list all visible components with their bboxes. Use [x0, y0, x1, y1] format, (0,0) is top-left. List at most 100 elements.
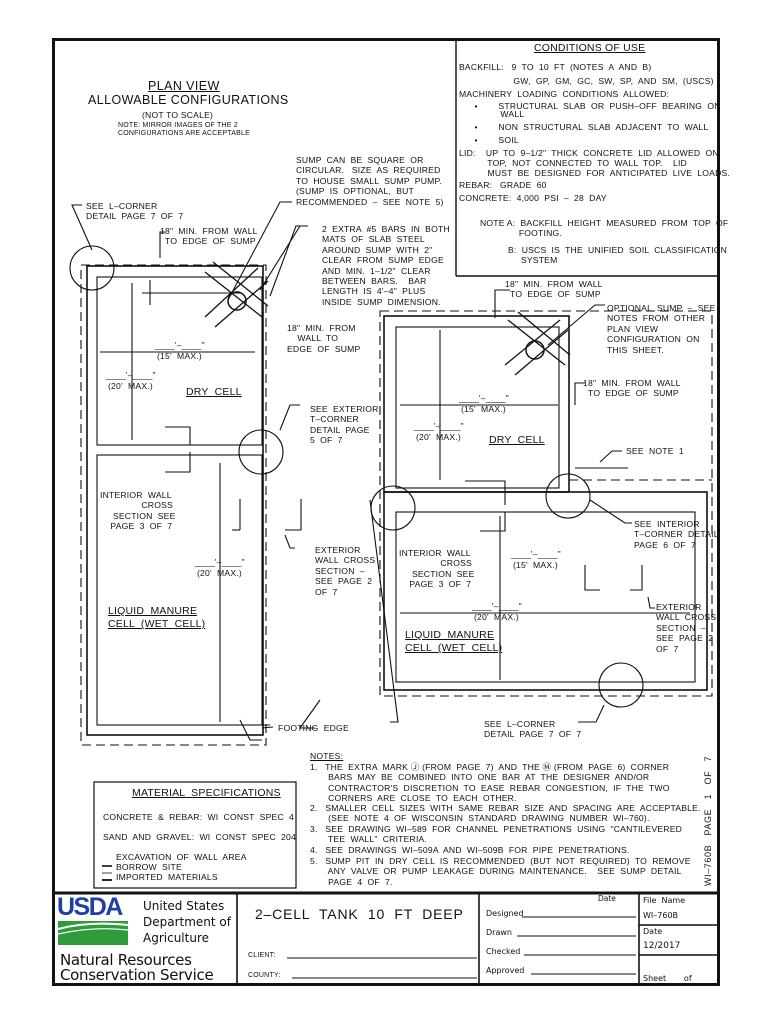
service-name-line2: Conservation Service	[60, 966, 214, 984]
sump-shape-callout: SUMP CAN BE SQUARE OR CIRCULAR. SIZE AS …	[296, 155, 444, 207]
condition-line: REBAR: GRADE 60	[459, 180, 547, 190]
legend-imported-materials: IMPORTED MATERIALS	[116, 872, 218, 882]
service-name-line1: Natural Resources	[60, 951, 192, 969]
right-configuration	[369, 289, 713, 723]
wet-cell-label-right-line1: LIQUID MANURE	[405, 629, 495, 641]
date-label: Date	[643, 927, 663, 936]
dim-max-right-wet-length: (20' MAX.)	[474, 612, 519, 622]
usda-logo-text: USDA	[57, 893, 123, 921]
plan-view-subtitle: ALLOWABLE CONFIGURATIONS	[88, 93, 289, 107]
material-specs-title: MATERIAL SPECIFICATIONS	[132, 787, 281, 799]
left-wet-cell-inner	[96, 454, 263, 726]
dim-value-left-dry-length: ____'–____"	[106, 370, 156, 380]
checked-label: Checked	[486, 947, 521, 956]
condition-line: LID: UP TO 9–1/2" THICK CONCRETE LID ALL…	[459, 148, 719, 158]
note-item: 5. SUMP PIT IN DRY CELL IS RECOMMENDED (…	[310, 856, 691, 887]
approved-label: Approved	[486, 966, 525, 975]
file-name-value: WI–760B	[643, 911, 679, 920]
dry-cell-label-right: DRY CELL	[489, 434, 545, 446]
mirror-note-line1: NOTE: MIRROR IMAGES OF THE 2	[118, 122, 238, 129]
agency-name-line2: Department of	[143, 915, 231, 929]
sheet-label: Sheet of	[643, 974, 692, 983]
l-corner-callout-left: SEE L–CORNER DETAIL PAGE 7 OF 7	[86, 201, 184, 222]
dim-max-left-dry-length: (20' MAX.)	[108, 381, 153, 391]
drawing-title: 2–CELL TANK 10 FT DEEP	[255, 906, 464, 922]
condition-line: • SOIL	[459, 135, 519, 145]
condition-line: • NON STRUCTURAL SLAB ADJACENT TO WALL	[459, 122, 709, 132]
extra-bars-callout: 2 EXTRA #5 BARS IN BOTH MATS OF SLAB STE…	[322, 224, 450, 307]
dim-max-right-dry-length: (20' MAX.)	[416, 432, 461, 442]
page-marker: WI–760B PAGE 1 OF 7	[703, 755, 713, 886]
condition-line: WALL	[459, 109, 525, 119]
material-specs-box	[93, 781, 297, 889]
right-outer-wall-bottom	[383, 491, 708, 691]
interior-wall-callout-right: INTERIOR WALL CROSS SECTION SEE PAGE 3 O…	[399, 548, 475, 590]
usda-field-icon	[58, 921, 129, 945]
left-configuration	[69, 201, 321, 746]
dry-cell-label-left: DRY CELL	[186, 386, 242, 398]
interior-t-corner-callout: SEE INTERIOR T–CORNER DETAIL PAGE 6 OF 7	[634, 519, 719, 550]
note-item: 2. SMALLER CELL SIZES WITH SAME REBAR SI…	[310, 803, 701, 824]
legend-excavation: EXCAVATION OF WALL AREA	[116, 852, 247, 862]
scale-note: (NOT TO SCALE)	[142, 110, 214, 120]
wet-cell-label-left-line1: LIQUID MANURE	[108, 605, 198, 617]
exterior-t-corner-callout: SEE EXTERIOR T–CORNER DETAIL PAGE 5 OF 7	[310, 404, 379, 446]
note-b: B: USCS IS THE UNIFIED SOIL CLASSIFICATI…	[508, 245, 728, 266]
left-outer-wall	[86, 265, 264, 736]
note-a: NOTE A: BACKFILL HEIGHT MEASURED FROM TO…	[480, 218, 729, 239]
min18-callout-right-side: 18" MIN. FROM WALL TO EDGE OF SUMP	[583, 378, 681, 399]
dim-value-left-width: ____'–____"	[155, 340, 205, 350]
note-item: 1. THE EXTRA MARK Ⓙ (FROM PAGE 7) AND TH…	[310, 762, 670, 804]
exterior-wall-callout-left: EXTERIOR WALL CROSS SECTION – SEE PAGE 2…	[315, 545, 376, 597]
county-label: COUNTY:	[248, 972, 281, 979]
concrete-rebar-spec: CONCRETE & REBAR: WI CONST SPEC 4	[103, 812, 295, 822]
legend-borrow-site: BORROW SITE	[116, 862, 182, 872]
dim-max-right-wet-width: (15' MAX.)	[513, 560, 558, 570]
optional-sump-callout: OPTIONAL SUMP – SEE NOTES FROM OTHER PLA…	[607, 303, 716, 355]
dim-value-right-wet-length: ____'–____"	[472, 601, 522, 611]
footing-edge-callout: FOOTING EDGE	[278, 723, 349, 733]
right-dry-cell-inner	[395, 326, 560, 489]
dim-value-right-wet-width: ____'–____"	[511, 549, 561, 559]
plan-view-title: PLAN VIEW	[148, 79, 220, 93]
dim-value-left-wet-length: ____'–____"	[195, 557, 245, 567]
wet-cell-label-left-line2: CELL (WET CELL)	[108, 618, 206, 630]
note-item: 4. SEE DRAWINGS WI–509A AND WI–509B FOR …	[310, 845, 630, 855]
date-column-header: Date	[598, 894, 616, 903]
sand-gravel-spec: SAND AND GRAVEL: WI CONST SPEC 204	[103, 832, 296, 842]
conditions-of-use-title: CONDITIONS OF USE	[534, 42, 646, 54]
drawing-sheet-border	[52, 38, 720, 986]
client-label: CLIENT:	[248, 952, 276, 959]
see-note-1-callout: SEE NOTE 1	[626, 446, 684, 456]
file-name-label: File Name	[643, 896, 686, 905]
dim-value-right-dry-width: ____'–____"	[459, 393, 509, 403]
interior-wall-callout-left: INTERIOR WALL CROSS SECTION SEE PAGE 3 O…	[100, 490, 176, 532]
dim-max-left-wet-length: (20' MAX.)	[197, 568, 242, 578]
notes-heading: NOTES:	[310, 751, 344, 761]
min18-callout-right-top: 18" MIN. FROM WALL TO EDGE OF SUMP	[505, 279, 603, 300]
condition-line: BACKFILL: 9 TO 10 FT (NOTES A AND B)	[459, 62, 652, 72]
right-footing-edge	[379, 310, 713, 697]
condition-line: MACHINERY LOADING CONDITIONS ALLOWED:	[459, 89, 670, 99]
condition-line: GW, GP, GM, GC, SW, SP, AND SM, (USCS)	[459, 76, 714, 86]
mirror-note-line2: CONFIGURATIONS ARE ACCEPTABLE	[118, 130, 250, 137]
l-corner-callout-right: SEE L–CORNER DETAIL PAGE 7 OF 7	[484, 719, 582, 740]
condition-line: • STRUCTURAL SLAB OR PUSH–OFF BEARING ON	[459, 101, 721, 111]
drawn-label: Drawn	[486, 928, 512, 937]
wet-cell-label-right-line2: CELL (WET CELL)	[405, 642, 503, 654]
usda-logo: USDA	[57, 893, 129, 946]
right-wet-cell-inner	[395, 511, 696, 683]
left-footing-edge	[80, 264, 267, 746]
date-value: 12/2017	[643, 941, 681, 951]
min18-callout-left-side: 18" MIN. FROM WALL TO EDGE OF SUMP	[287, 323, 361, 354]
designed-label: Designed	[486, 909, 524, 918]
left-dry-cell-inner	[96, 276, 263, 446]
dim-value-right-dry-length: ____'–____"	[414, 421, 464, 431]
agency-name-line3: Agriculture	[143, 931, 209, 945]
condition-line: CONCRETE: 4,000 PSI – 28 DAY	[459, 193, 607, 203]
agency-name-line1: United States	[143, 899, 225, 913]
note-item: 3. SEE DRAWING WI–589 FOR CHANNEL PENETR…	[310, 824, 683, 845]
condition-line: TOP, NOT CONNECTED TO WALL TOP. LID	[459, 158, 687, 168]
dim-max-right-dry-width: (15' MAX.)	[461, 404, 506, 414]
